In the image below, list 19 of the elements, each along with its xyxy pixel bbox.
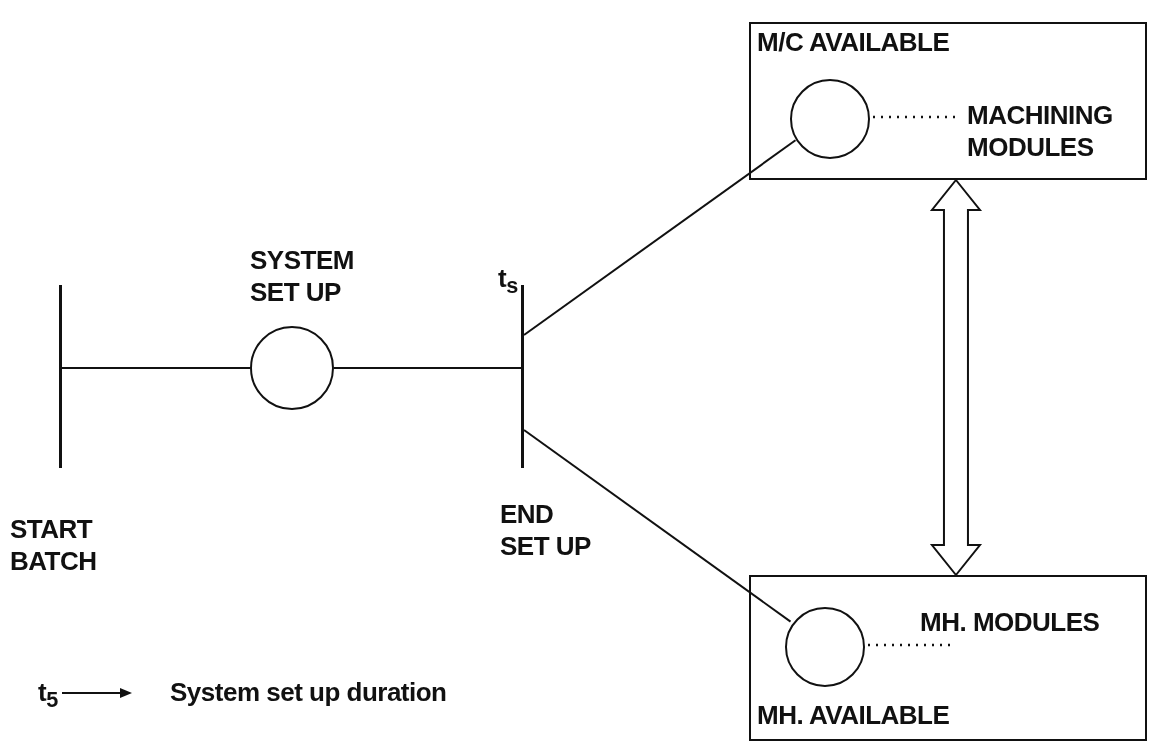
box-title: MH. AVAILABLE <box>757 699 950 731</box>
transition-bar <box>59 285 62 468</box>
module-box <box>749 575 1147 741</box>
transition-bar <box>521 285 524 468</box>
node-label: END SET UP <box>500 498 592 562</box>
module-label: MH. MODULES <box>920 606 1101 638</box>
arc-line <box>61 367 251 369</box>
arc-line <box>523 139 797 336</box>
module-box <box>749 22 1147 180</box>
time-label: t$_{s}$ <box>498 262 519 301</box>
double-arrow <box>929 178 983 577</box>
time-label: t$_{5}$ <box>38 676 59 715</box>
arc-line <box>333 367 522 369</box>
legend-text: System set up duration <box>170 676 447 708</box>
node-label: SYSTEM SET UP <box>250 244 355 308</box>
arc-line <box>523 429 792 623</box>
box-title: M/C AVAILABLE <box>757 26 950 58</box>
node-label: START BATCH <box>10 513 98 577</box>
module-label: MACHINING MODULES <box>967 99 1114 163</box>
